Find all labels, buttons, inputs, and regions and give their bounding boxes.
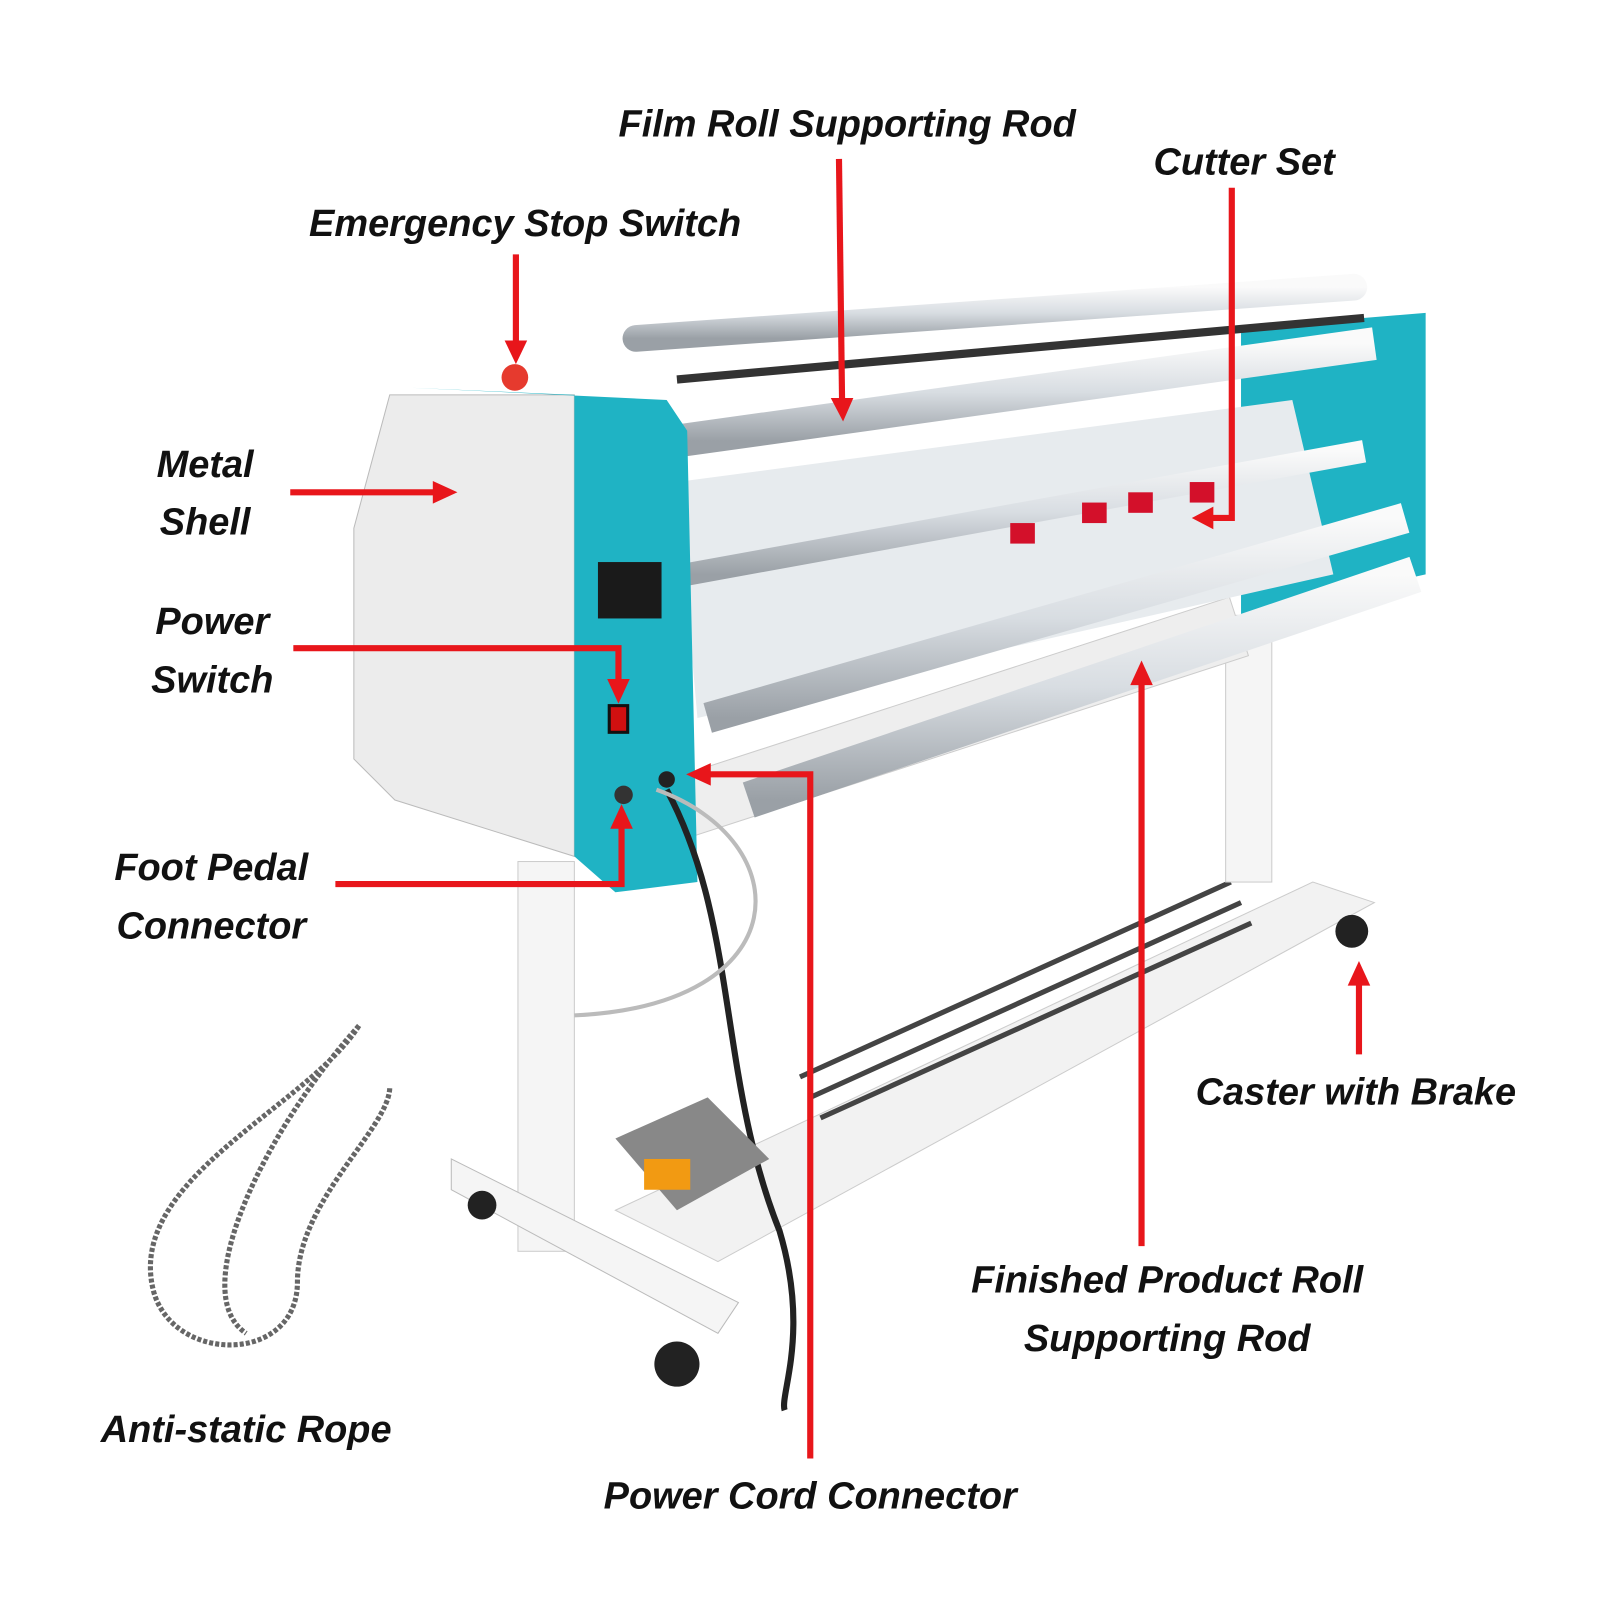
label-power-cord: Power Cord Connector <box>604 1476 1019 1518</box>
arrow-metal-shell <box>290 481 458 504</box>
left-foot <box>450 1158 740 1335</box>
shelf-vents <box>798 879 1253 1121</box>
stand-base-shelf <box>614 881 1376 1263</box>
cutter-rail <box>685 440 1367 586</box>
film-roll-supporting-rod <box>674 327 1377 458</box>
right-leg <box>1225 614 1273 883</box>
label-caster: Caster with Brake <box>1196 1072 1516 1114</box>
label-metal-shell-1: Metal <box>157 444 255 486</box>
anti-static-rope <box>148 1023 393 1348</box>
laminator-machine <box>148 273 1426 1412</box>
arrow-emergency-stop <box>504 254 528 365</box>
caster-left-front <box>654 1341 700 1387</box>
label-finished-rod-2: Supporting Rod <box>1024 1318 1311 1360</box>
metal-shell <box>353 394 575 858</box>
arrow-caster <box>1347 961 1371 1055</box>
caster-right <box>1335 914 1369 948</box>
air-hose <box>574 787 758 1018</box>
power-switch <box>607 704 630 734</box>
spec-plate <box>597 562 662 619</box>
arrow-finished-rod <box>1130 660 1153 1247</box>
cutters <box>1010 482 1215 544</box>
label-metal-shell-2: Shell <box>160 501 252 543</box>
label-power-switch-1: Power <box>155 601 271 643</box>
lower-roll <box>703 503 1410 733</box>
label-film-roll-rod: Film Roll Supporting Rod <box>619 103 1077 145</box>
pedal-button <box>644 1158 691 1190</box>
second-rod <box>676 313 1365 384</box>
label-power-switch-2: Switch <box>151 659 273 701</box>
arrow-power-cord <box>686 763 814 1459</box>
left-leg <box>517 861 575 1252</box>
callout-arrows <box>290 158 1371 1459</box>
arrow-foot-pedal <box>335 804 633 888</box>
label-anti-static: Anti-static Rope <box>100 1409 392 1451</box>
emergency-stop-button <box>501 364 529 391</box>
finished-product-roll-supporting-rod <box>742 556 1422 818</box>
power-cable <box>663 788 797 1412</box>
caster-left-back <box>467 1190 497 1220</box>
label-foot-pedal-2: Connector <box>116 905 308 947</box>
label-finished-rod-1: Finished Product Roll <box>971 1259 1364 1301</box>
arrow-film-roll <box>830 158 854 422</box>
power-cord-connector <box>658 771 675 788</box>
foot-pedal-connector <box>614 785 633 805</box>
label-cutter-set: Cutter Set <box>1153 141 1336 183</box>
arrow-cutter <box>1191 187 1235 530</box>
label-foot-pedal-1: Foot Pedal <box>114 847 309 889</box>
teal-housing <box>410 387 698 893</box>
label-emergency-stop: Emergency Stop Switch <box>309 203 741 245</box>
arrow-power-switch <box>293 645 630 704</box>
